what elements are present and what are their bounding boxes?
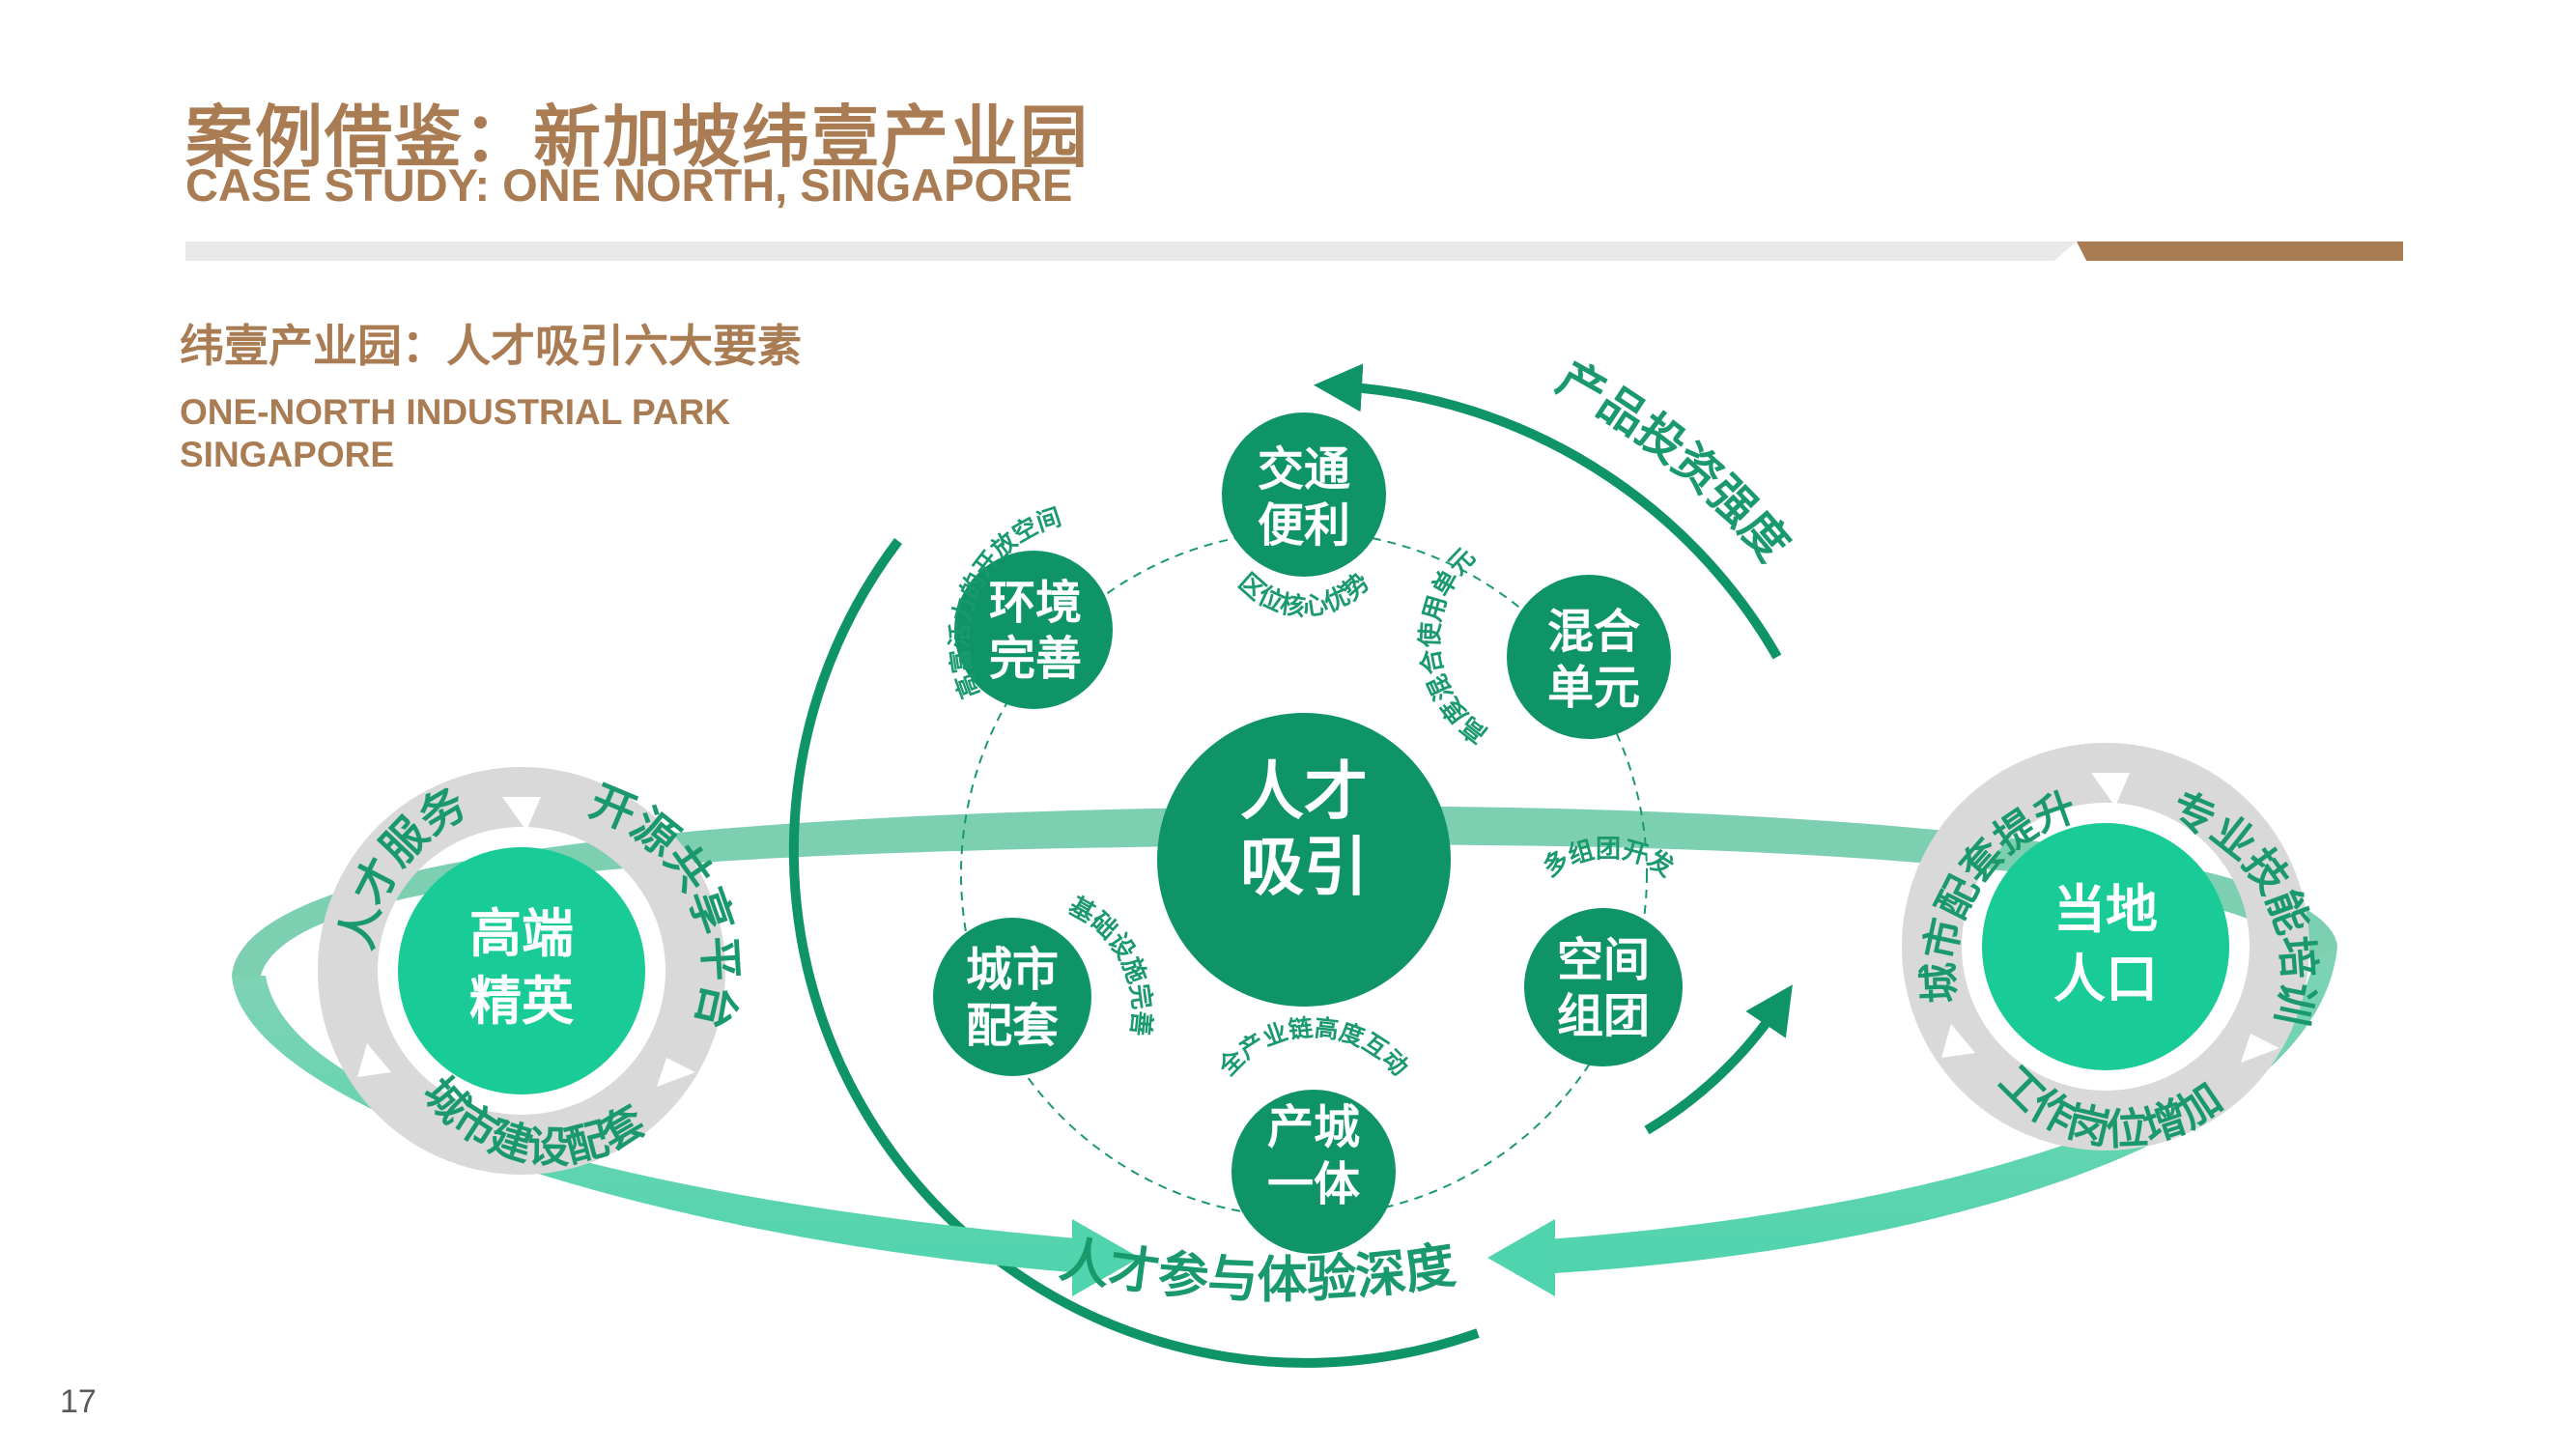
arc-label-experience: 人才参与体验深度 <box>1056 1231 1459 1310</box>
left-ring-gap-left <box>357 1043 391 1077</box>
node-mixed-label-2: 单元 <box>1547 661 1640 715</box>
node-mixed-label-1: 混合 <box>1547 605 1640 659</box>
node-cluster-label-1: 空间 <box>1557 933 1650 987</box>
node-facility <box>933 918 1091 1076</box>
section-title-english: ONE-NORTH INDUSTRIAL PARK SINGAPORE <box>180 391 730 476</box>
left-ring-gap-top <box>502 797 541 831</box>
node-traffic-label-1: 交通 <box>1258 442 1350 497</box>
page-number: 17 <box>60 1383 97 1420</box>
node-traffic-label-2: 便利 <box>1258 498 1350 553</box>
right-hub <box>1982 823 2229 1070</box>
section-title-english-line1: ONE-NORTH INDUSTRIAL PARK <box>180 392 731 432</box>
node-facility-label-2: 配套 <box>966 999 1059 1053</box>
band-arrowhead-left <box>1072 1219 1140 1296</box>
section-title: 纬壹产业园：人才吸引六大要素 <box>180 320 802 372</box>
left-hub-label-1: 高端 <box>469 903 574 964</box>
header-divider-accent <box>2077 242 2403 261</box>
outer-circle-lower-right-arc <box>1644 984 1793 1135</box>
left-hub-label-2: 精英 <box>469 971 575 1032</box>
section-title-english-line2: SINGAPORE <box>180 435 395 474</box>
node-environment-label-2: 完善 <box>989 632 1082 686</box>
node-integration <box>1231 1090 1396 1254</box>
node-facility-label-1: 城市 <box>966 943 1059 997</box>
orbit-band-back <box>232 806 2337 976</box>
node-integration-caption: 全产业链高度互动 <box>1212 1013 1413 1082</box>
node-mixed-caption: 高度混合使用单元 <box>1415 543 1492 750</box>
right-ring-gap-top <box>2091 773 2130 807</box>
node-cluster-label-2: 组团 <box>1557 989 1650 1043</box>
band-arrowhead-right <box>1487 1219 1555 1296</box>
node-traffic <box>1222 412 1386 577</box>
right-ring-gap-left <box>1941 1024 1975 1058</box>
page-title: 案例借鉴：新加坡纬壹产业园 <box>185 98 1090 177</box>
node-cluster <box>1524 908 1683 1066</box>
node-integration-label-2: 一体 <box>1267 1157 1360 1211</box>
right-hub-label-2: 人口 <box>2053 949 2158 1009</box>
right-ring-gap-right <box>2241 1034 2279 1063</box>
left-ring-gap-right <box>657 1058 695 1087</box>
header-divider-gray <box>185 242 2077 261</box>
node-integration-label-1: 产城 <box>1267 1100 1360 1154</box>
outer-circle-top-arc <box>1314 363 1782 660</box>
outer-circle-left-arc <box>788 537 1480 1368</box>
right-hub-label-1: 当地 <box>2053 879 2158 940</box>
left-hub <box>398 847 645 1094</box>
center-node-label-1: 人才 <box>1240 754 1368 829</box>
center-node-label-2: 吸引 <box>1240 830 1368 904</box>
node-mixed <box>1507 575 1671 739</box>
node-environment <box>954 551 1113 709</box>
center-node <box>1157 713 1451 1007</box>
node-environment-label-1: 环境 <box>989 576 1082 630</box>
page-title-english: CASE STUDY: ONE NORTH, SINGAPORE <box>185 159 1073 211</box>
